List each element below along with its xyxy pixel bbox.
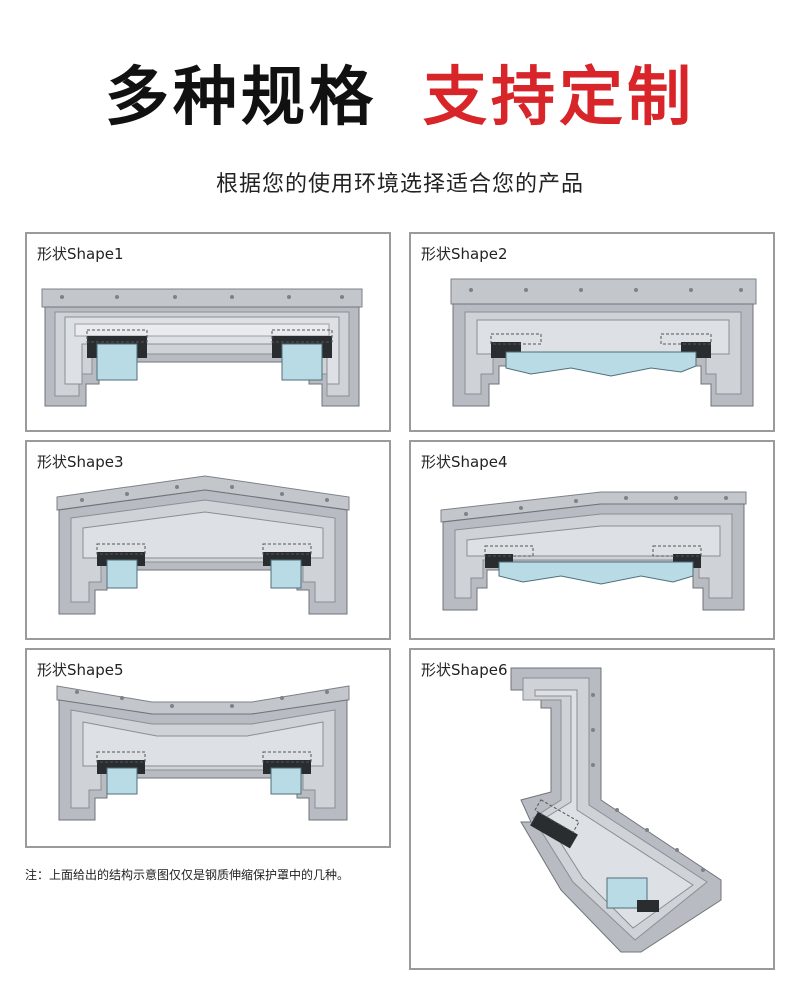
shape2-label: 形状Shape2 xyxy=(421,245,508,263)
shape6-label: 形状Shape6 xyxy=(421,661,508,679)
shape3-panel: 形状Shape3 xyxy=(25,440,391,640)
shape1-label: 形状Shape1 xyxy=(37,245,124,263)
shape3-label: 形状Shape3 xyxy=(37,453,124,471)
shape2-diagram xyxy=(450,278,757,407)
shape3-diagram xyxy=(56,475,350,615)
shape5-panel: 形状Shape5 xyxy=(25,648,391,848)
shape4-diagram xyxy=(440,491,747,611)
headline-part-black: 多种规格 xyxy=(105,61,377,135)
headline: 多种规格 支持定制 xyxy=(0,52,800,135)
shape5-label: 形状Shape5 xyxy=(37,661,124,679)
shape1-panel: 形状Shape1 xyxy=(25,232,391,432)
shape5-diagram xyxy=(56,685,350,821)
page-subtitle: 根据您的使用环境选择适合您的产品 xyxy=(215,172,584,197)
shape6-diagram xyxy=(510,667,722,953)
footnote: 注：上面给出的结构示意图仅仅是钢质伸缩保护罩中的几种。 xyxy=(25,868,350,882)
shape1-diagram xyxy=(41,288,363,407)
shape4-label: 形状Shape4 xyxy=(421,453,508,471)
shape4-panel: 形状Shape4 xyxy=(409,440,775,640)
headline-part-red: 支持定制 xyxy=(423,61,695,135)
shape2-panel: 形状Shape2 xyxy=(409,232,775,432)
shape6-panel: 形状Shape6 xyxy=(409,648,775,970)
